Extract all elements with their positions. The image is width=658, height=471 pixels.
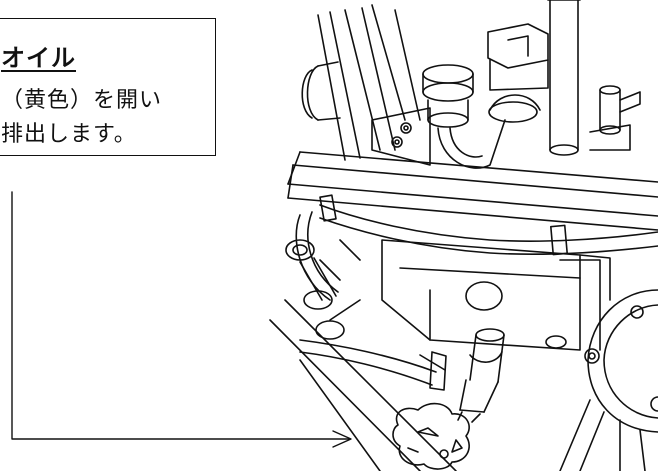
callout-text-line-1: （黄色）を開い (1, 88, 163, 113)
callout-box: オイル （黄色）を開い 排出します。 (0, 18, 216, 156)
frame-rails (287, 151, 658, 231)
right-flange (584, 289, 658, 471)
top-connector-box (487, 23, 641, 151)
leader-arrow (11, 191, 352, 448)
callout-title: オイル (1, 44, 76, 72)
left-housing (301, 61, 341, 121)
valve-handle (392, 402, 470, 470)
callout-text-line-2: 排出します。 (1, 122, 137, 147)
pipe-fitting (422, 64, 541, 169)
base-rails (269, 239, 605, 471)
center-block (381, 239, 611, 351)
bracket (371, 107, 431, 166)
drain-valve (419, 328, 505, 423)
vertical-pipes (317, 0, 581, 161)
left-bolts (285, 239, 361, 340)
